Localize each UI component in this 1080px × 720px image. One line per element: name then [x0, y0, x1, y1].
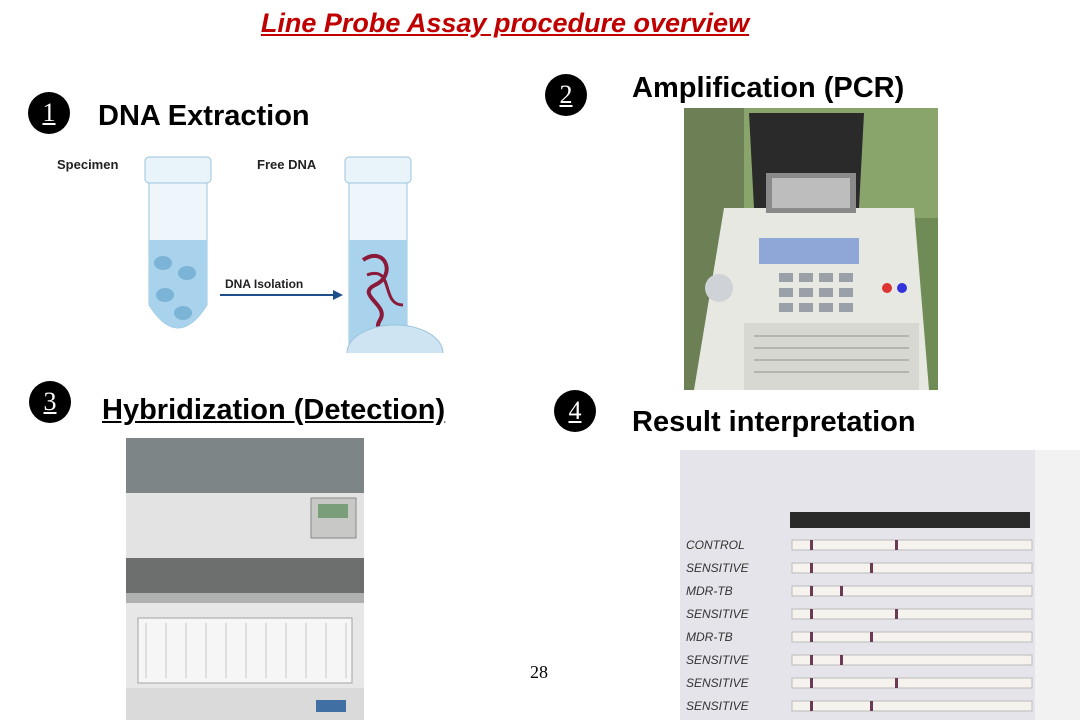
strip-band [810, 655, 813, 665]
strip-band [810, 678, 813, 688]
strip-label: SENSITIVE [686, 561, 750, 575]
pcr-machine-photo [684, 108, 938, 390]
dna-isolation-label: DNA Isolation [225, 277, 303, 291]
strip-band [895, 609, 898, 619]
step-3-heading: Hybridization (Detection) [102, 394, 446, 426]
strip-band [810, 586, 813, 596]
strip-label: SENSITIVE [686, 676, 750, 690]
test-strip [791, 654, 1033, 666]
strip-label: SENSITIVE [686, 653, 750, 667]
test-strip [791, 585, 1033, 597]
free-dna-label: Free DNA [257, 157, 317, 172]
page-number: 28 [530, 662, 548, 682]
strip-label: MDR-TB [686, 630, 733, 644]
dna-extraction-diagram: Specimen Free DNA DNA Isolation [45, 145, 445, 382]
step-4-heading: Result interpretation [632, 406, 916, 438]
free-dna-tube [344, 156, 444, 382]
strip-label: CONTROL [686, 538, 745, 552]
strip-band [870, 632, 873, 642]
hybridization-instrument-photo [126, 438, 364, 720]
strip-band [840, 586, 843, 596]
test-strip [791, 562, 1033, 574]
test-strip [791, 700, 1033, 712]
slide-title: Line Probe Assay procedure overview [260, 8, 750, 38]
specimen-label: Specimen [57, 157, 118, 172]
specimen-tube [144, 156, 212, 329]
strip-band [870, 563, 873, 573]
step-4-badge: 4 [554, 390, 596, 432]
test-strip [791, 631, 1033, 643]
strip-label: SENSITIVE [686, 607, 750, 621]
step-1-badge: 1 [28, 92, 70, 134]
step-2-heading: Amplification (PCR) [632, 72, 905, 104]
result-strips-photo: CONTROL SENSITIVE MDR-TB SENSITIVE MDR-TB SEN… [680, 450, 1080, 720]
strip-band [895, 678, 898, 688]
strip-band [840, 655, 843, 665]
test-strip [791, 677, 1033, 689]
step-3-badge: 3 [29, 381, 71, 423]
strip-band [810, 540, 813, 550]
strip-band [810, 563, 813, 573]
step-1-heading: DNA Extraction [98, 100, 310, 132]
strip-band [810, 609, 813, 619]
strip-label: MDR-TB [686, 584, 733, 598]
test-strip [791, 539, 1033, 551]
strip-label: SENSITIVE [686, 699, 750, 713]
test-strip [791, 608, 1033, 620]
strip-band [870, 701, 873, 711]
strip-band [895, 540, 898, 550]
strip-band [810, 701, 813, 711]
step-2-badge: 2 [545, 74, 587, 116]
strip-band [810, 632, 813, 642]
